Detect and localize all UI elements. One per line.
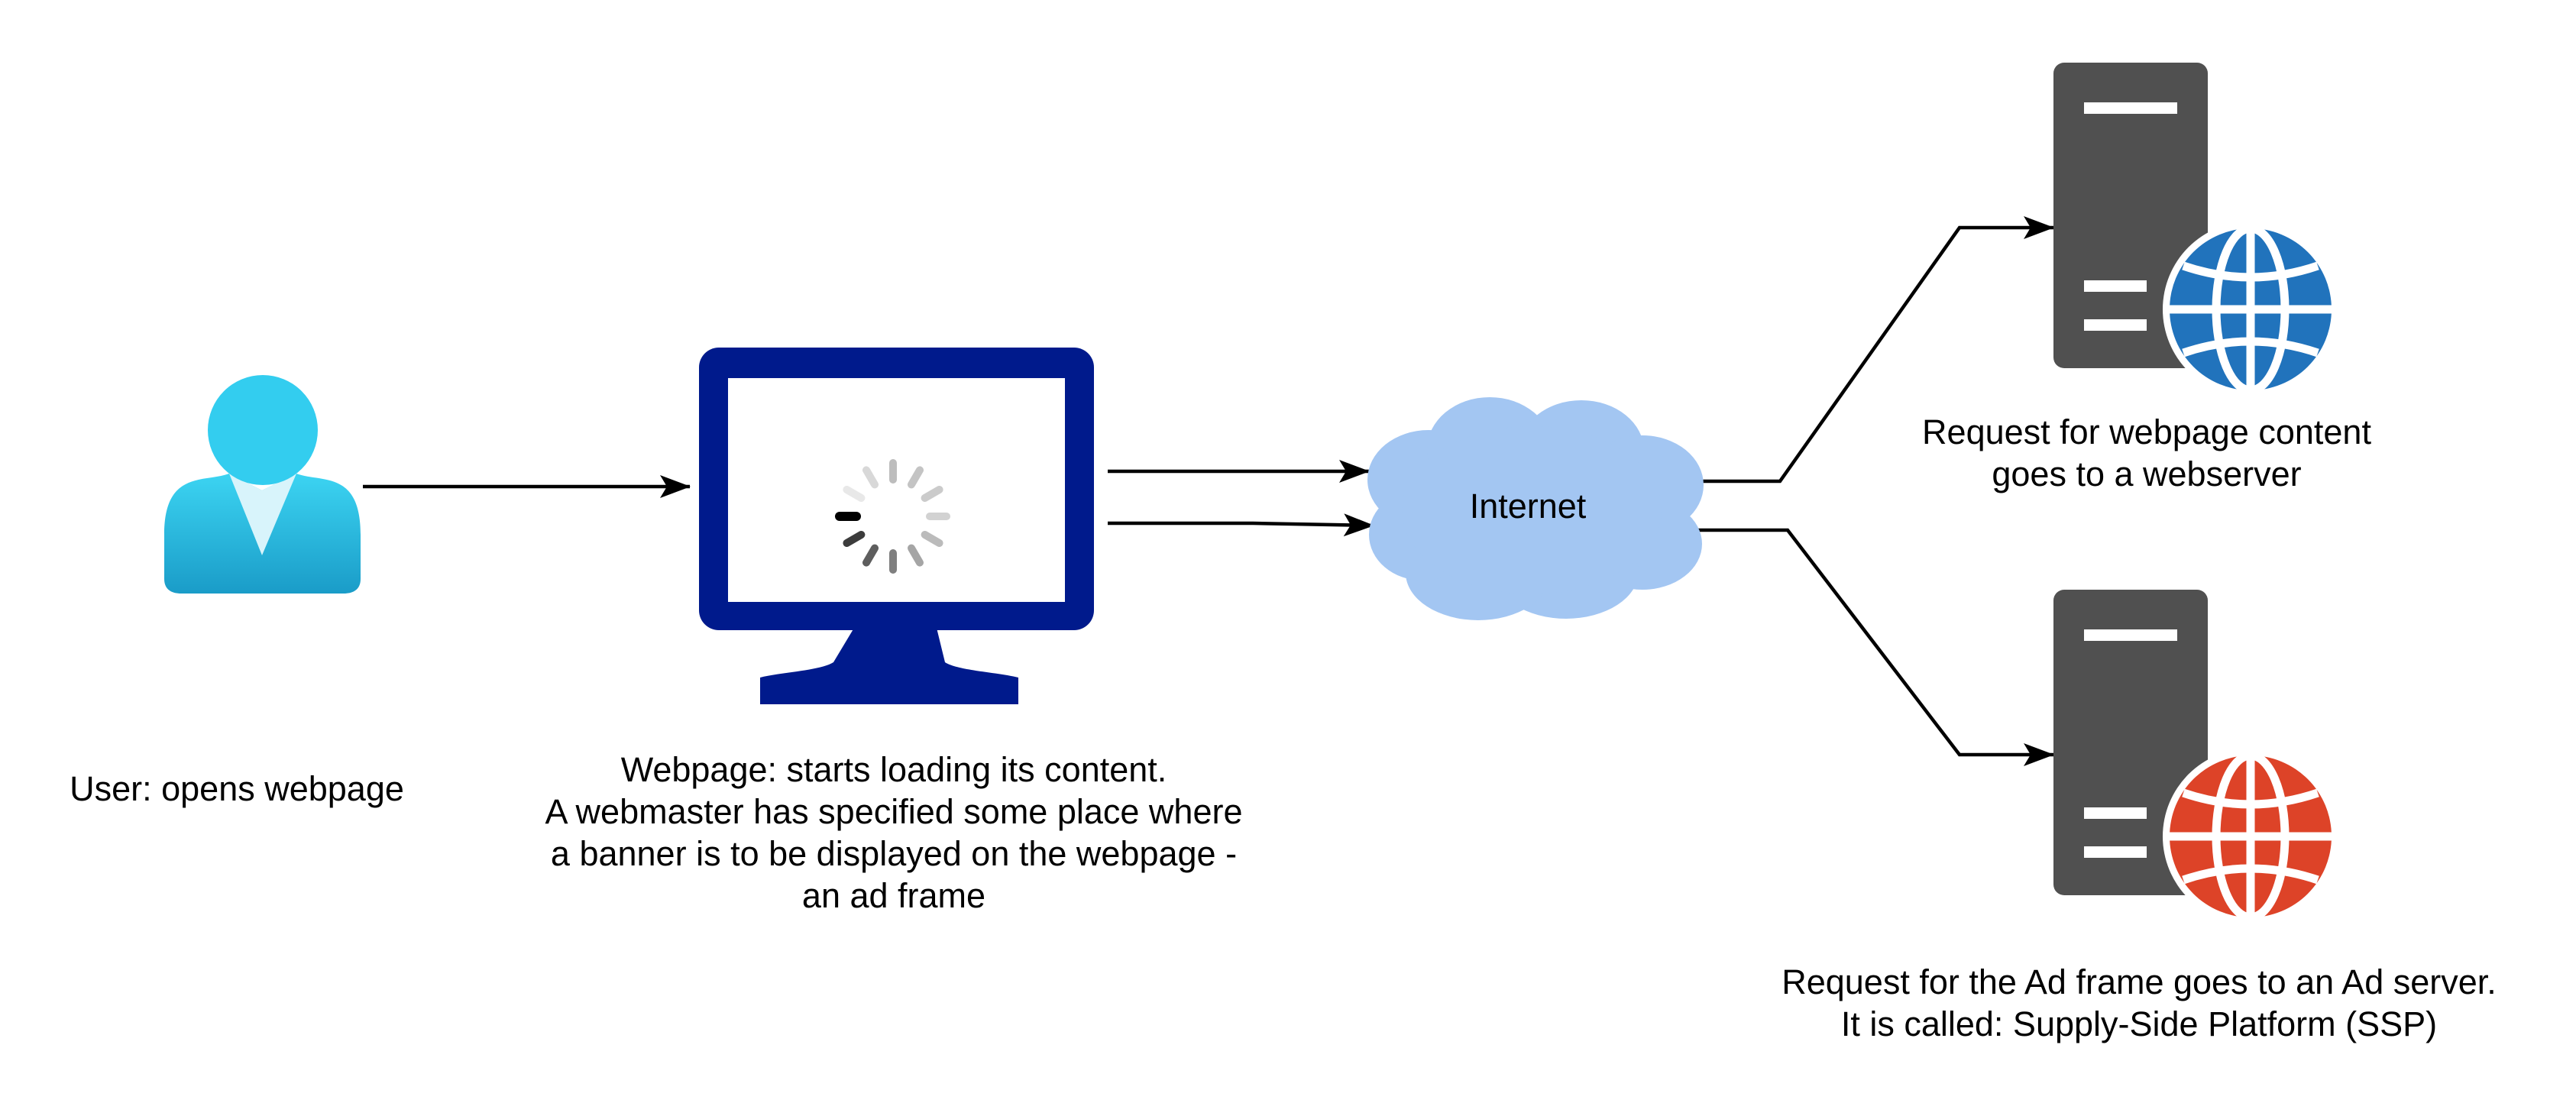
adserver-icon xyxy=(2053,590,2338,924)
adserver-label-line-2: It is called: Supply-Side Platform (SSP) xyxy=(1840,1004,2438,1043)
adserver-globe-icon xyxy=(2163,749,2338,924)
adserver-label-line-1: Request for the Ad frame goes to an Ad s… xyxy=(1782,962,2497,1001)
user-icon xyxy=(164,375,361,594)
adserver-label: Request for the Ad frame goes to an Ad s… xyxy=(1681,961,2576,1045)
webserver-globe-icon xyxy=(2163,222,2338,397)
webserver-label-line-1: Request for webpage content xyxy=(1922,412,2371,451)
internet-label-text: Internet xyxy=(1469,487,1587,526)
webpage-label: Webpage: starts loading its content. A w… xyxy=(458,749,1329,917)
webpage-label-line-1: Webpage: starts loading its content. xyxy=(620,750,1167,789)
user-label-text: User: opens webpage xyxy=(70,769,404,808)
internet-label: Internet xyxy=(1413,485,1642,527)
cloud-icon xyxy=(1367,397,1704,620)
webserver-icon xyxy=(2053,63,2338,397)
monitor-icon xyxy=(699,348,1094,704)
connectors xyxy=(363,216,2054,766)
user-label: User: opens webpage xyxy=(46,768,428,810)
loading-spinner-icon xyxy=(835,459,950,574)
arrow-internet-to-webserver xyxy=(1688,216,2054,484)
webpage-label-line-2: A webmaster has specified some place whe… xyxy=(545,792,1243,831)
webpage-label-line-4: an ad frame xyxy=(801,876,986,915)
webserver-label: Request for webpage content goes to a we… xyxy=(1833,411,2460,495)
webserver-label-line-2: goes to a webserver xyxy=(1992,454,2302,493)
arrow-internet-to-adserver xyxy=(1697,528,2054,766)
arrow-webpage-to-internet-2 xyxy=(1108,513,1374,537)
webpage-label-line-3: a banner is to be displayed on the webpa… xyxy=(550,834,1238,873)
